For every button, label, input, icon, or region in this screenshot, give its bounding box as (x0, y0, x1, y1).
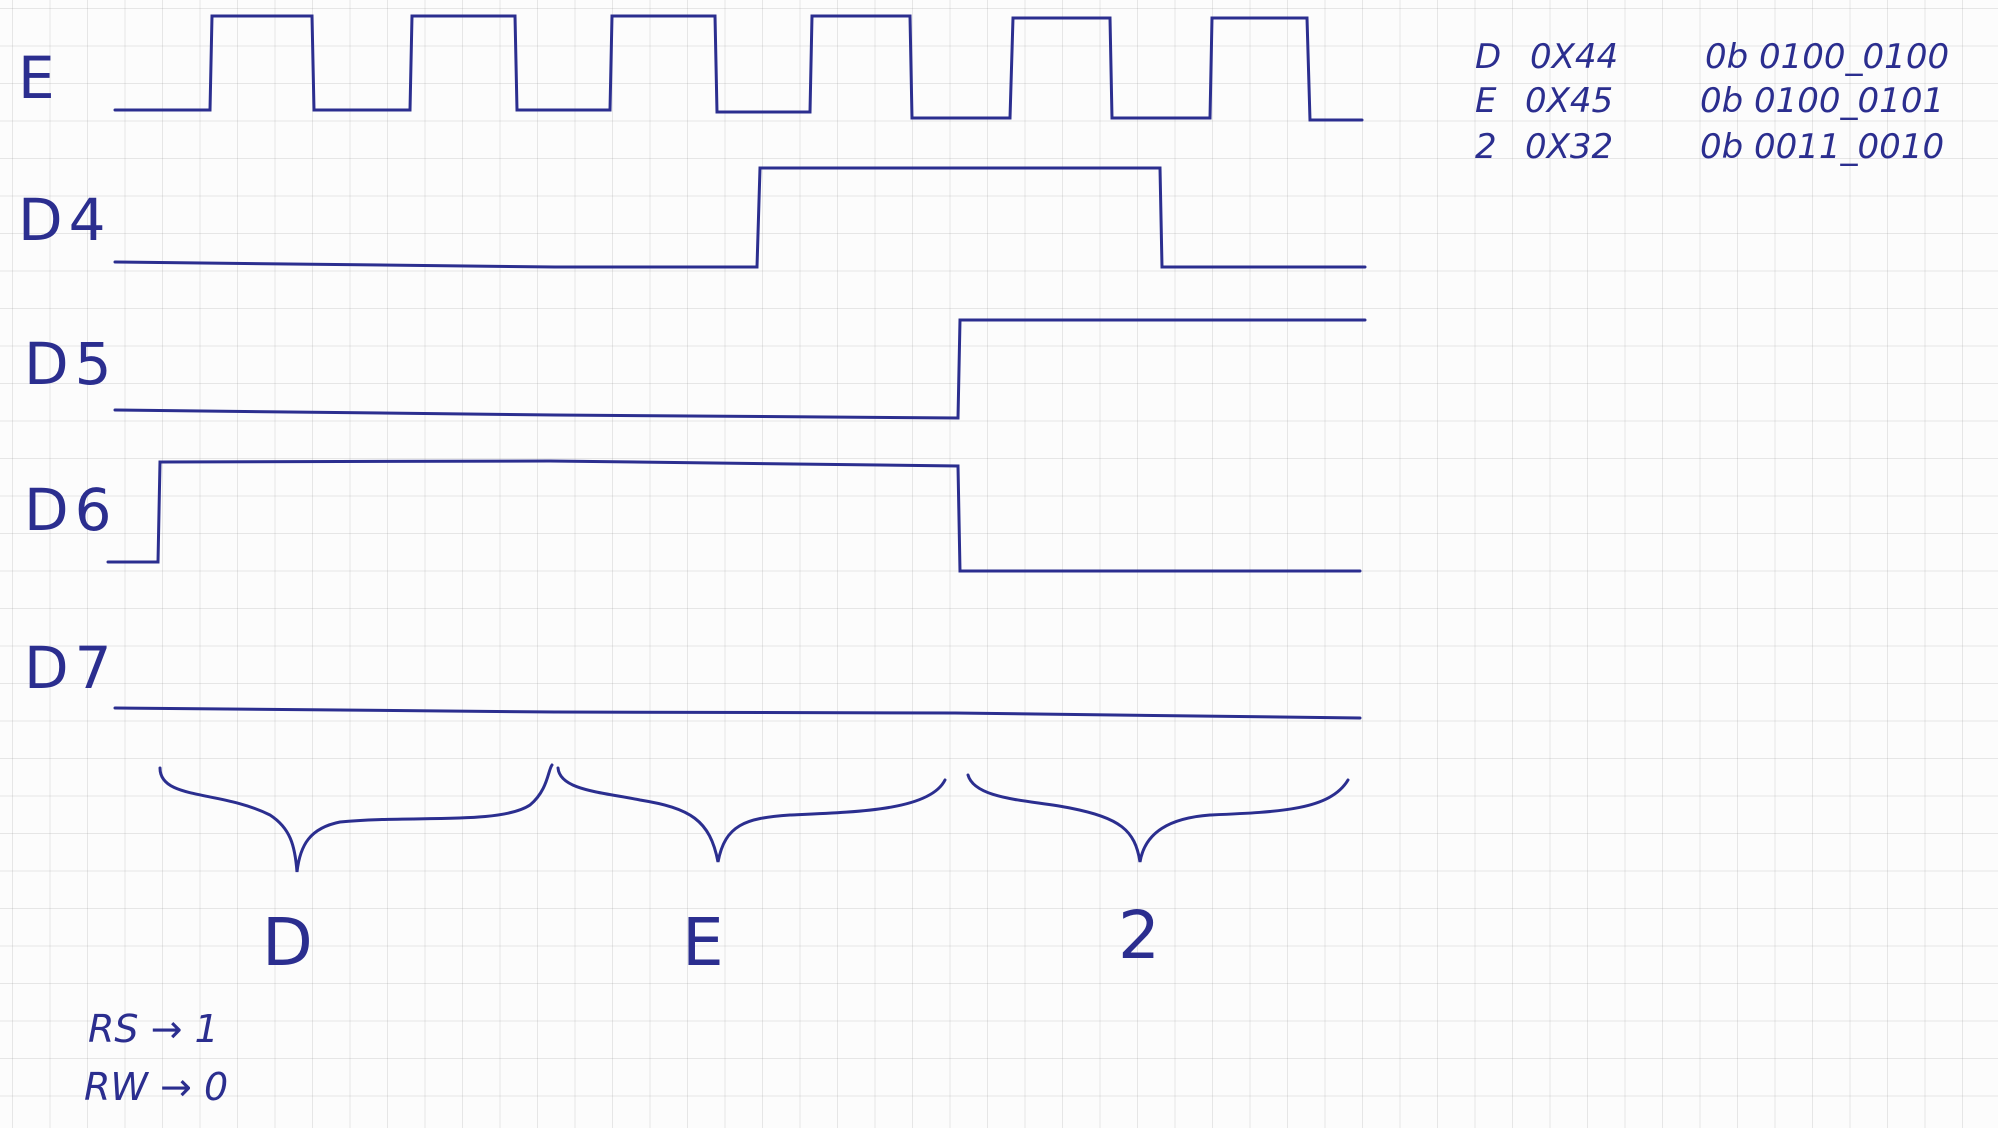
signal-label-E: E (18, 44, 61, 112)
enc-row-D-bin: 0b 0100_0100 (1705, 37, 1949, 77)
waveform-D7 (113, 706, 1362, 720)
waveform-E (113, 14, 1364, 122)
signal-label-D7: D7 (24, 634, 118, 702)
enc-row-E-hex: 0X45 (1525, 81, 1613, 121)
brace-D (158, 763, 554, 873)
brace-E (556, 766, 947, 863)
encoding-table: D 0X44 0b 0100_0100 E 0X45 0b 0100_0101 … (1475, 37, 1949, 167)
signal-label-D5: D5 (24, 330, 118, 398)
waveform-D5 (113, 318, 1367, 420)
signal-label-D4: D4 (18, 186, 112, 254)
enc-row-E-char: E (1475, 81, 1497, 121)
control-note-rs: RS → 1 (88, 1007, 219, 1051)
enc-row-2-hex: 0X32 (1525, 127, 1613, 167)
enc-row-D-hex: 0X44 (1530, 37, 1618, 77)
group-label-2: 2 (1118, 897, 1160, 974)
group-label-D: D (262, 904, 313, 981)
group-label-E: E (682, 904, 724, 981)
enc-row-D-char: D (1475, 37, 1501, 77)
enc-row-E-bin: 0b 0100_0101 (1700, 81, 1944, 121)
enc-row-2-char: 2 (1475, 127, 1497, 167)
enc-row-2-bin: 0b 0011_0010 (1700, 127, 1944, 167)
control-note-rw: RW → 0 (84, 1065, 228, 1109)
waveform-D6 (106, 459, 1362, 573)
waveform-D4 (113, 166, 1367, 269)
signal-label-D6: D6 (24, 476, 118, 544)
brace-2 (966, 773, 1350, 863)
